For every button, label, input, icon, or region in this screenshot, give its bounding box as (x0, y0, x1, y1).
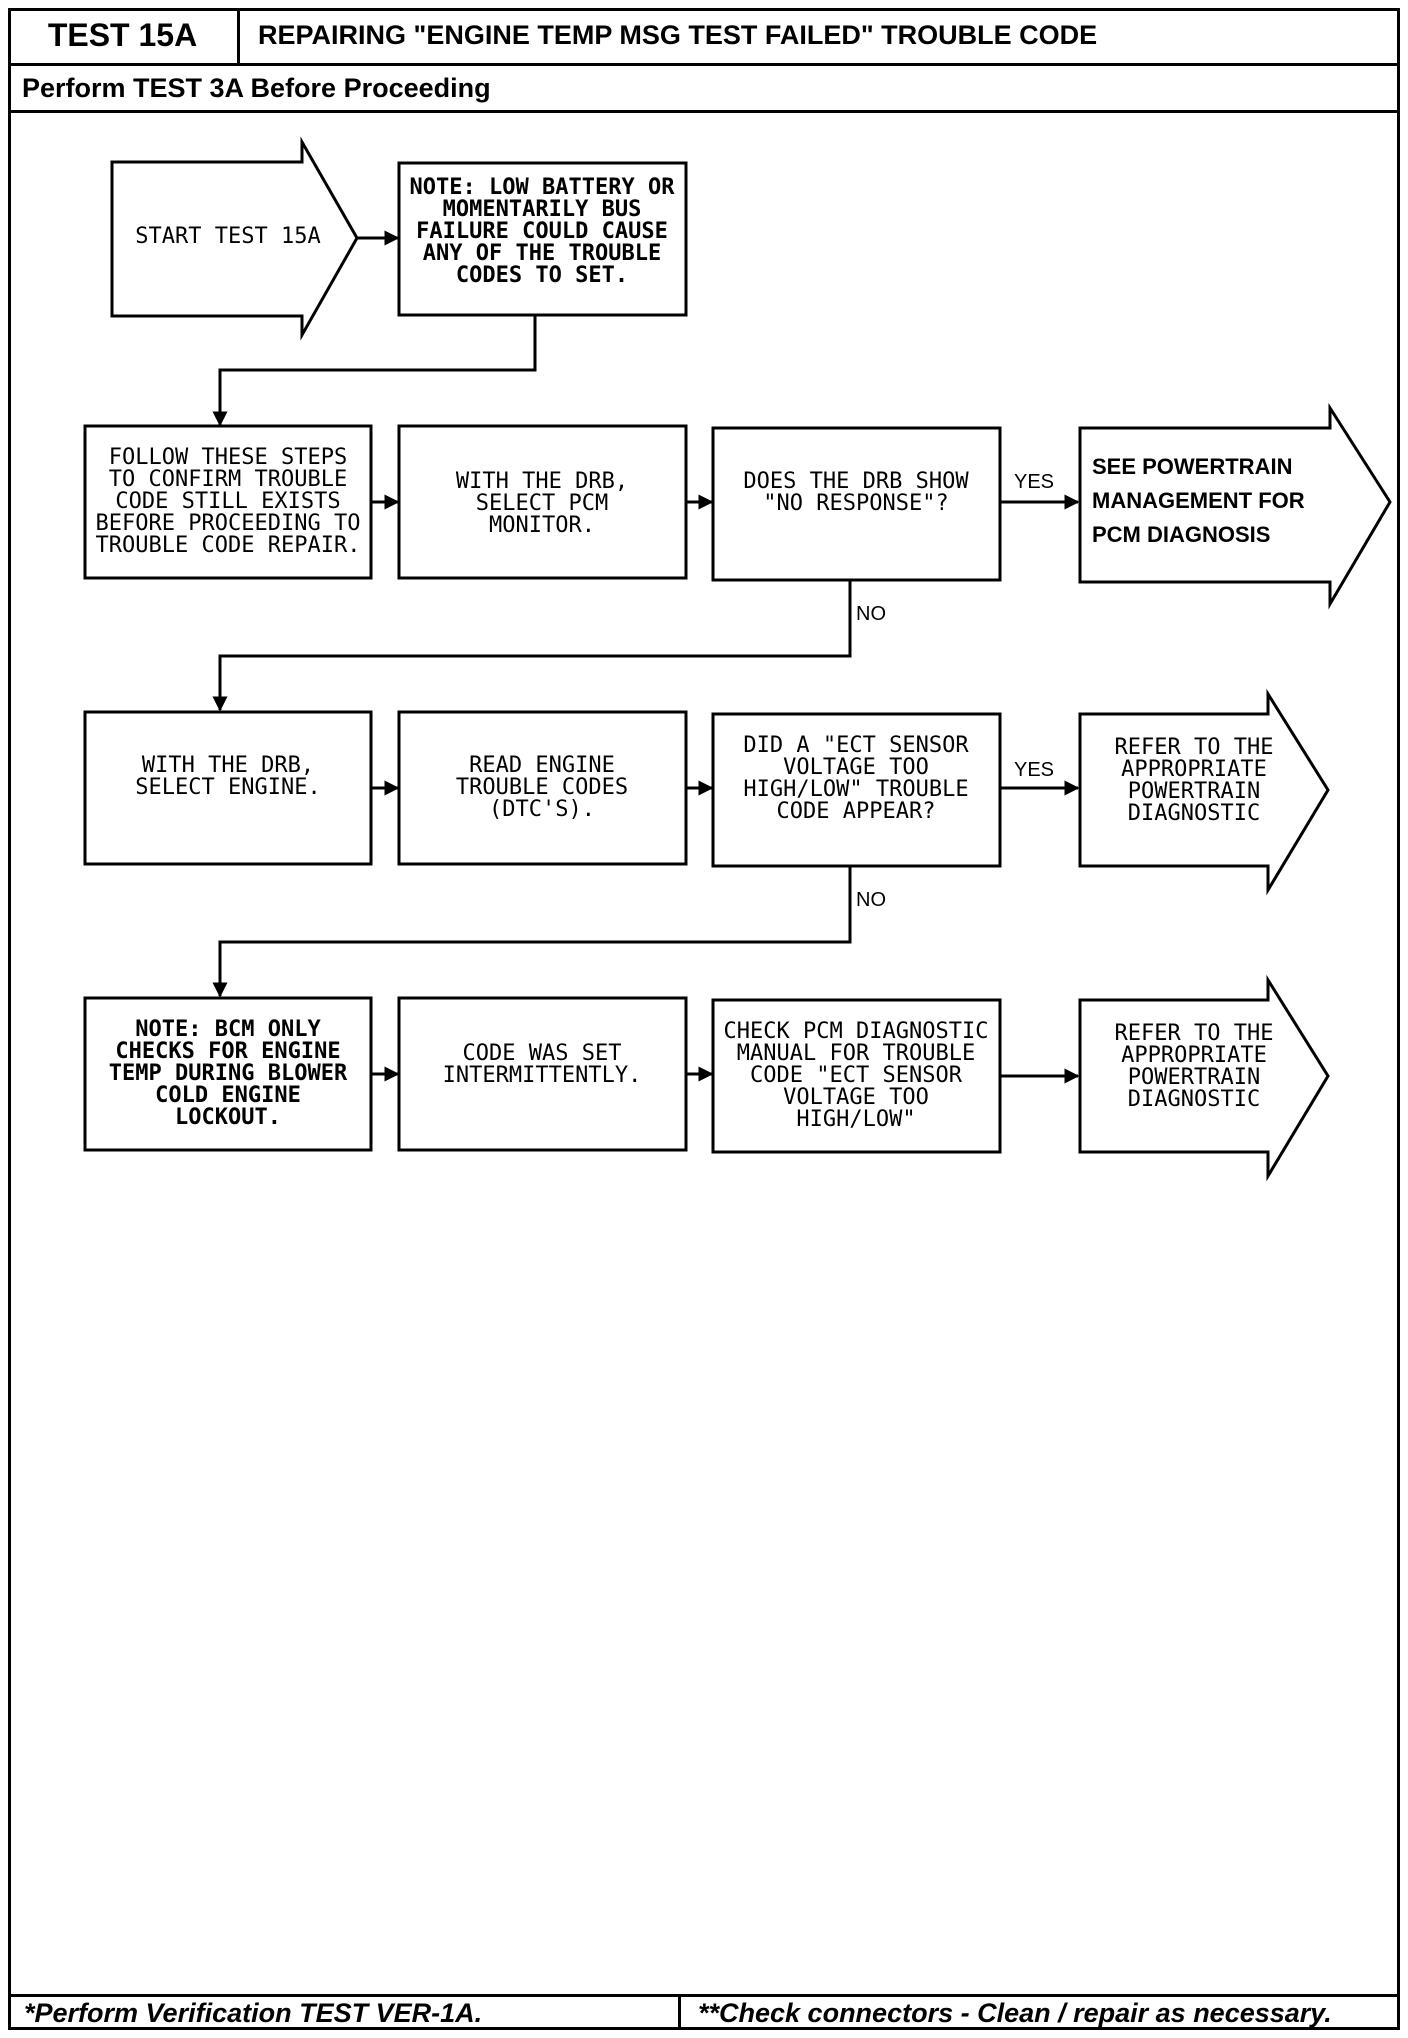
text-line: DIAGNOSTIC (1128, 1087, 1260, 1112)
select-engine-box: WITH THE DRB,SELECT ENGINE. (83, 710, 373, 866)
text-line: PCM DIAGNOSIS (1092, 522, 1270, 547)
no-label: NO (856, 889, 886, 911)
footer-connectors-note: **Check connectors - Clean / repair as n… (698, 1997, 1332, 2028)
text-line: HIGH/LOW" (796, 1107, 915, 1132)
subheader: Perform TEST 3A Before Proceeding (22, 72, 491, 103)
text-line: FAILURE COULD CAUSE (416, 219, 668, 244)
text-line: CHECK PCM DIAGNOSTIC (724, 1019, 989, 1044)
start-arrow: START TEST 15A (110, 136, 359, 341)
divider (8, 110, 1400, 113)
text-line: VOLTAGE TOO (783, 755, 929, 780)
text-line: NOTE: BCM ONLY (135, 1017, 321, 1042)
text-line: CODE STILL EXISTS (115, 489, 340, 514)
text-line: WITH THE DRB, (456, 469, 628, 494)
text-line: MANUAL FOR TROUBLE (737, 1041, 975, 1066)
see-powertrain-arrow: SEE POWERTRAIN MANAGEMENT FOR PCM DIAGNOSI… (1078, 402, 1392, 610)
no-response-question-box: DOES THE DRB SHOW"NO RESPONSE"? (711, 426, 1002, 582)
no-label: NO (856, 603, 886, 625)
footer-verification-note: *Perform Verification TEST VER-1A. (24, 1997, 483, 2028)
text-line: POWERTRAIN (1128, 779, 1260, 804)
text-line: SELECT PCM (476, 491, 608, 516)
page-title: REPAIRING "ENGINE TEMP MSG TEST FAILED" … (258, 20, 1098, 50)
text-line: MOMENTARILY BUS (443, 197, 642, 222)
text-line: CODE "ECT SENSOR (750, 1063, 963, 1088)
connector (212, 866, 852, 998)
text-line: HIGH/LOW" TROUBLE (743, 777, 968, 802)
page-frame (8, 8, 1400, 2030)
text-line: APPROPRIATE (1121, 757, 1267, 782)
text-line: TEMP DURING BLOWER (109, 1061, 348, 1086)
text-line: CHECKS FOR ENGINE (115, 1039, 340, 1064)
text-line: "NO RESPONSE"? (763, 491, 948, 516)
text-line: MONITOR. (489, 513, 595, 538)
text-line: CODE WAS SET (463, 1041, 622, 1066)
text-line: SEE POWERTRAIN (1092, 454, 1292, 479)
text-line: REFER TO THE (1115, 735, 1274, 760)
text-line: NOTE: LOW BATTERY OR (410, 175, 676, 200)
text-line: CODES TO SET. (456, 263, 628, 288)
text-line: READ ENGINE (469, 753, 615, 778)
text-line: INTERMITTENTLY. (443, 1063, 642, 1088)
text-line: FOLLOW THESE STEPS (109, 445, 347, 470)
text-line: WITH THE DRB, (142, 753, 314, 778)
start-label: START TEST 15A (135, 224, 320, 249)
text-line: DID A "ECT SENSOR (743, 733, 969, 758)
footer-divider (8, 1994, 1400, 1997)
text-line: POWERTRAIN (1128, 1065, 1260, 1090)
yes-label: YES (1014, 759, 1054, 781)
see-powertrain-text: SEE POWERTRAIN MANAGEMENT FOR PCM DIAGNOSI… (1092, 454, 1305, 547)
text-line: COLD ENGINE (155, 1083, 301, 1108)
text-line: SELECT ENGINE. (135, 775, 320, 800)
connector (212, 315, 537, 427)
text-line: APPROPRIATE (1121, 1043, 1267, 1068)
header: TEST 15A REPAIRING "ENGINE TEMP MSG TEST… (8, 8, 1400, 66)
text-line: DOES THE DRB SHOW (743, 469, 969, 494)
text-line: REFER TO THE (1115, 1021, 1274, 1046)
footer-separator (678, 1994, 681, 2030)
select-engine-text: WITH THE DRB,SELECT ENGINE. (135, 753, 320, 800)
no-response-question-text: DOES THE DRB SHOW"NO RESPONSE"? (743, 469, 969, 516)
text-line: TROUBLE CODES (456, 775, 628, 800)
text-line: VOLTAGE TOO (783, 1085, 929, 1110)
text-line: LOCKOUT. (175, 1105, 281, 1130)
text-line: DIAGNOSTIC (1128, 801, 1260, 826)
text-line: CODE APPEAR? (777, 799, 936, 824)
connector (212, 580, 852, 712)
yes-label: YES (1014, 471, 1054, 493)
test-id: TEST 15A (8, 8, 240, 63)
text-line: TROUBLE CODE REPAIR. (96, 533, 361, 558)
text-line: (DTC'S). (489, 797, 595, 822)
text-line: BEFORE PROCEEDING TO (96, 511, 361, 536)
text-line: TO CONFIRM TROUBLE (109, 467, 347, 492)
text-line: ANY OF THE TROUBLE (423, 241, 661, 266)
text-line: MANAGEMENT FOR (1092, 488, 1305, 513)
